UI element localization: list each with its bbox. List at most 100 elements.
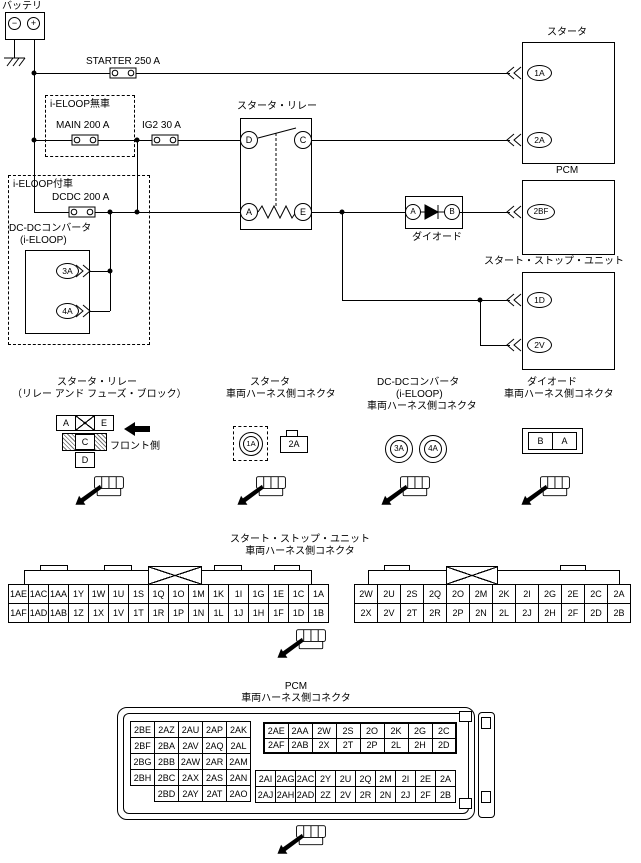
pin-cell: 2J	[515, 603, 539, 623]
wire-ss-2v-vertical	[480, 300, 481, 345]
pin-cell: 1N	[188, 603, 209, 623]
pin-cell: 2Z	[315, 786, 336, 803]
pin-cell: 1B	[308, 603, 329, 623]
pin-cell: 2Y	[315, 770, 336, 787]
pin-cell: 1L	[208, 603, 229, 623]
diode-terminal-a: A	[405, 204, 421, 220]
pin-cell: 1AF	[8, 603, 29, 623]
pin-cell: 2AR	[202, 753, 227, 770]
ss-right-keyed-box	[446, 566, 498, 585]
pin-cell: 1Z	[68, 603, 89, 623]
junction-dot	[31, 137, 37, 143]
pin-cell: 1R	[148, 603, 169, 623]
dcdc-view-subtitle1: (i-ELOOP)	[396, 389, 443, 400]
fuse-starter-label: STARTER 250 A	[86, 56, 161, 67]
fuse-main-label: MAIN 200 A	[56, 120, 110, 131]
pin-cell: 2G	[538, 584, 562, 604]
pin-cell: 2X	[354, 603, 378, 623]
pin-cell: 1AA	[48, 584, 69, 604]
pin-cell: 2BG	[130, 753, 155, 770]
pin-cell: 2V	[377, 603, 401, 623]
pin-cell: 2M	[375, 770, 396, 787]
battery-label: バッテリ	[2, 1, 42, 12]
relay-view-pin-d: D	[75, 452, 95, 468]
pin-cell: 1AB	[48, 603, 69, 623]
pin-cell: 1D	[288, 603, 309, 623]
relay-view-title: スタータ・リレー	[57, 377, 137, 388]
pcm-section-subtitle: 車両ハーネス側コネクタ	[241, 693, 351, 704]
wire-relay-c-to-starter-2a	[312, 140, 510, 141]
pin-cell: 2BE	[130, 721, 155, 738]
pin-cell: 2AT	[202, 785, 227, 802]
pin-cell: 2A	[607, 584, 631, 604]
junction-dot	[477, 297, 483, 303]
dcdc-converter-box	[25, 250, 90, 334]
ss-left-keyed-box	[148, 566, 202, 585]
starter-view-1a-outline	[233, 426, 268, 461]
ss-left-profile-tab	[214, 565, 242, 571]
ss-right-profile-tab	[384, 565, 410, 571]
pin-cell: 1T	[128, 603, 149, 623]
diode-terminal-b: B	[444, 204, 460, 220]
pin-cell: 2BB	[154, 753, 179, 770]
pin-cell: 1W	[88, 584, 109, 604]
pin-cell: 2O	[446, 584, 470, 604]
pin-cell: 1Q	[148, 584, 169, 604]
dcdc-view-subtitle2: 車両ハーネス側コネクタ	[367, 401, 477, 412]
pin-dcdc-3a: 3A	[56, 263, 79, 279]
pin-starter-2a: 2A	[527, 132, 552, 148]
pin-cell: 2I	[515, 584, 539, 604]
pin-pcm-2bf: 2BF	[527, 204, 555, 220]
pin-cell: 2P	[446, 603, 470, 623]
pin-cell: 1K	[208, 584, 229, 604]
pin-cell: 2AY	[178, 785, 203, 802]
ground-icon	[4, 57, 26, 67]
pin-cell: 2C	[584, 584, 608, 604]
pin-cell: 2U	[377, 584, 401, 604]
pin-cell: 2E	[415, 770, 436, 787]
wire-relay-e-to-diode	[312, 212, 405, 213]
ss-left-profile-tab	[104, 565, 132, 571]
pin-cell: 1G	[248, 584, 269, 604]
diode-view-pin-b: B	[528, 432, 553, 450]
harness-connector-icon	[376, 474, 434, 512]
relay-view-pin-c: C	[75, 434, 95, 450]
ss-section-subtitle: 車両ハーネス側コネクタ	[245, 546, 355, 557]
with-ieloop-label: i-ELOOP付車	[13, 179, 74, 190]
harness-connector-icon	[232, 474, 290, 512]
pin-cell: 2Q	[355, 770, 376, 787]
wire-battery-to-starter	[34, 73, 510, 74]
front-side-label: フロント側	[110, 441, 160, 452]
pin-cell: 2AS	[202, 769, 227, 786]
pin-cell: 2S	[335, 722, 361, 739]
pcm-bolt-tab	[459, 798, 472, 809]
wire-diode-to-pcm	[460, 212, 510, 213]
pin-cell: 2AL	[226, 737, 251, 754]
battery-minus-terminal: −	[8, 17, 21, 30]
pin-cell: 2F	[561, 603, 585, 623]
dcdc-name-label: DC-DCコンバータ	[9, 223, 92, 234]
pin-ss-2v: 2V	[527, 337, 552, 353]
diode-view-pin-a: A	[552, 432, 577, 450]
harness-connector-icon	[272, 823, 330, 861]
wire-fuse-link-vertical	[137, 140, 138, 212]
pin-cell: 1U	[108, 584, 129, 604]
pin-cell: 2X	[311, 737, 337, 754]
fuse-dcdc-label: DCDC 200 A	[52, 192, 110, 203]
ss-right-profile-tab	[560, 565, 586, 571]
pin-cell: 2AX	[178, 769, 203, 786]
pin-cell: 2AV	[178, 737, 203, 754]
pin-cell: 2AF	[263, 737, 289, 754]
wire-to-ss-2v	[480, 345, 510, 346]
pcm-side-bracket-slot	[481, 791, 491, 803]
pin-cell: 2F	[415, 786, 436, 803]
pin-cell: 1H	[248, 603, 269, 623]
pin-cell: 2K	[492, 584, 516, 604]
pin-cell: 2W	[354, 584, 378, 604]
relay-terminal-e: E	[294, 203, 312, 221]
pin-cell: 1M	[188, 584, 209, 604]
